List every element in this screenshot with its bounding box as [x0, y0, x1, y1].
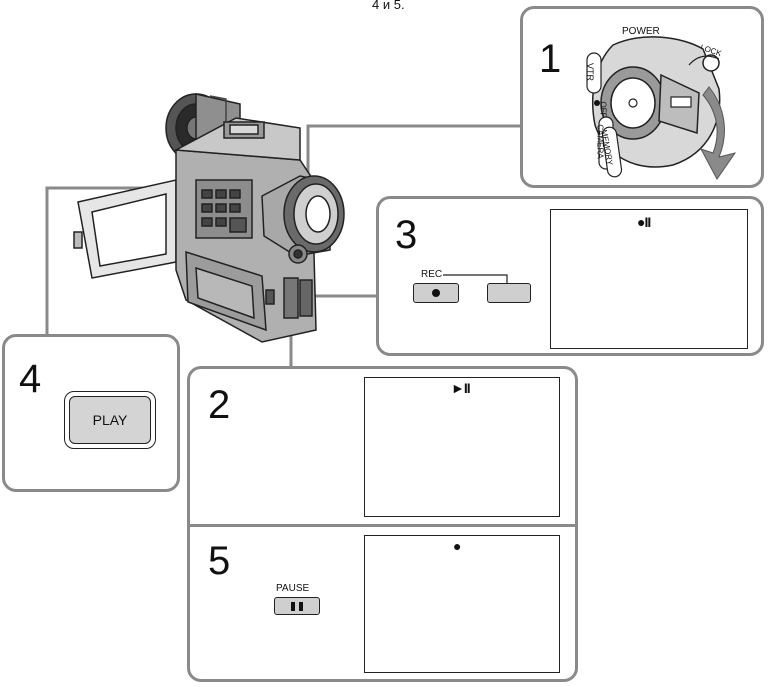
record-indicator: ●: [453, 538, 462, 554]
step-5-screen: ●: [364, 535, 560, 673]
viewfinder: [261, 175, 345, 264]
lcd-panel: [73, 179, 177, 279]
play-button[interactable]: PLAY: [69, 396, 151, 444]
step-3-box: 3 REC ●II: [376, 196, 764, 356]
pause-label: PAUSE: [276, 583, 310, 594]
top-caption: 4 и 5.: [372, 0, 405, 12]
play-button-label: PLAY: [92, 412, 128, 428]
play-pause-indicator: ►II: [451, 380, 471, 396]
step-1-box: 1 POWER LOCK VTR OFF CAMERA: [520, 6, 764, 188]
step-5-number: 5: [208, 539, 231, 583]
pause-bar-left-icon: [291, 602, 295, 611]
step-divider: [190, 524, 575, 527]
step-4-box: 4 PLAY: [2, 334, 180, 492]
rec-label: REC: [421, 269, 443, 280]
rec-bracket-line: [443, 274, 508, 283]
step-2-screen: ►II: [364, 377, 560, 517]
power-label: POWER: [622, 26, 660, 37]
step-2-5-box: 2 ►II 5 PAUSE ●: [187, 366, 578, 682]
record-pause-indicator: ●II: [637, 214, 651, 230]
step-1-number: 1: [539, 37, 562, 81]
dial-label-vtr: VTR: [585, 63, 595, 81]
pause-button[interactable]: [274, 597, 320, 615]
step-3-screen: ●II: [550, 209, 748, 349]
power-switch-dial[interactable]: [523, 9, 767, 191]
rec-button[interactable]: [413, 283, 459, 303]
pause-bar-right-icon: [299, 602, 303, 611]
dial-label-off: OFF: [598, 101, 608, 118]
start-stop-button[interactable]: [487, 283, 531, 303]
step-3-number: 3: [395, 213, 418, 257]
step-4-number: 4: [19, 357, 42, 401]
play-button-frame: PLAY: [64, 391, 156, 449]
record-dot-icon: [432, 289, 440, 297]
step-2-number: 2: [208, 383, 231, 427]
rotate-arrow-icon: [699, 86, 737, 180]
